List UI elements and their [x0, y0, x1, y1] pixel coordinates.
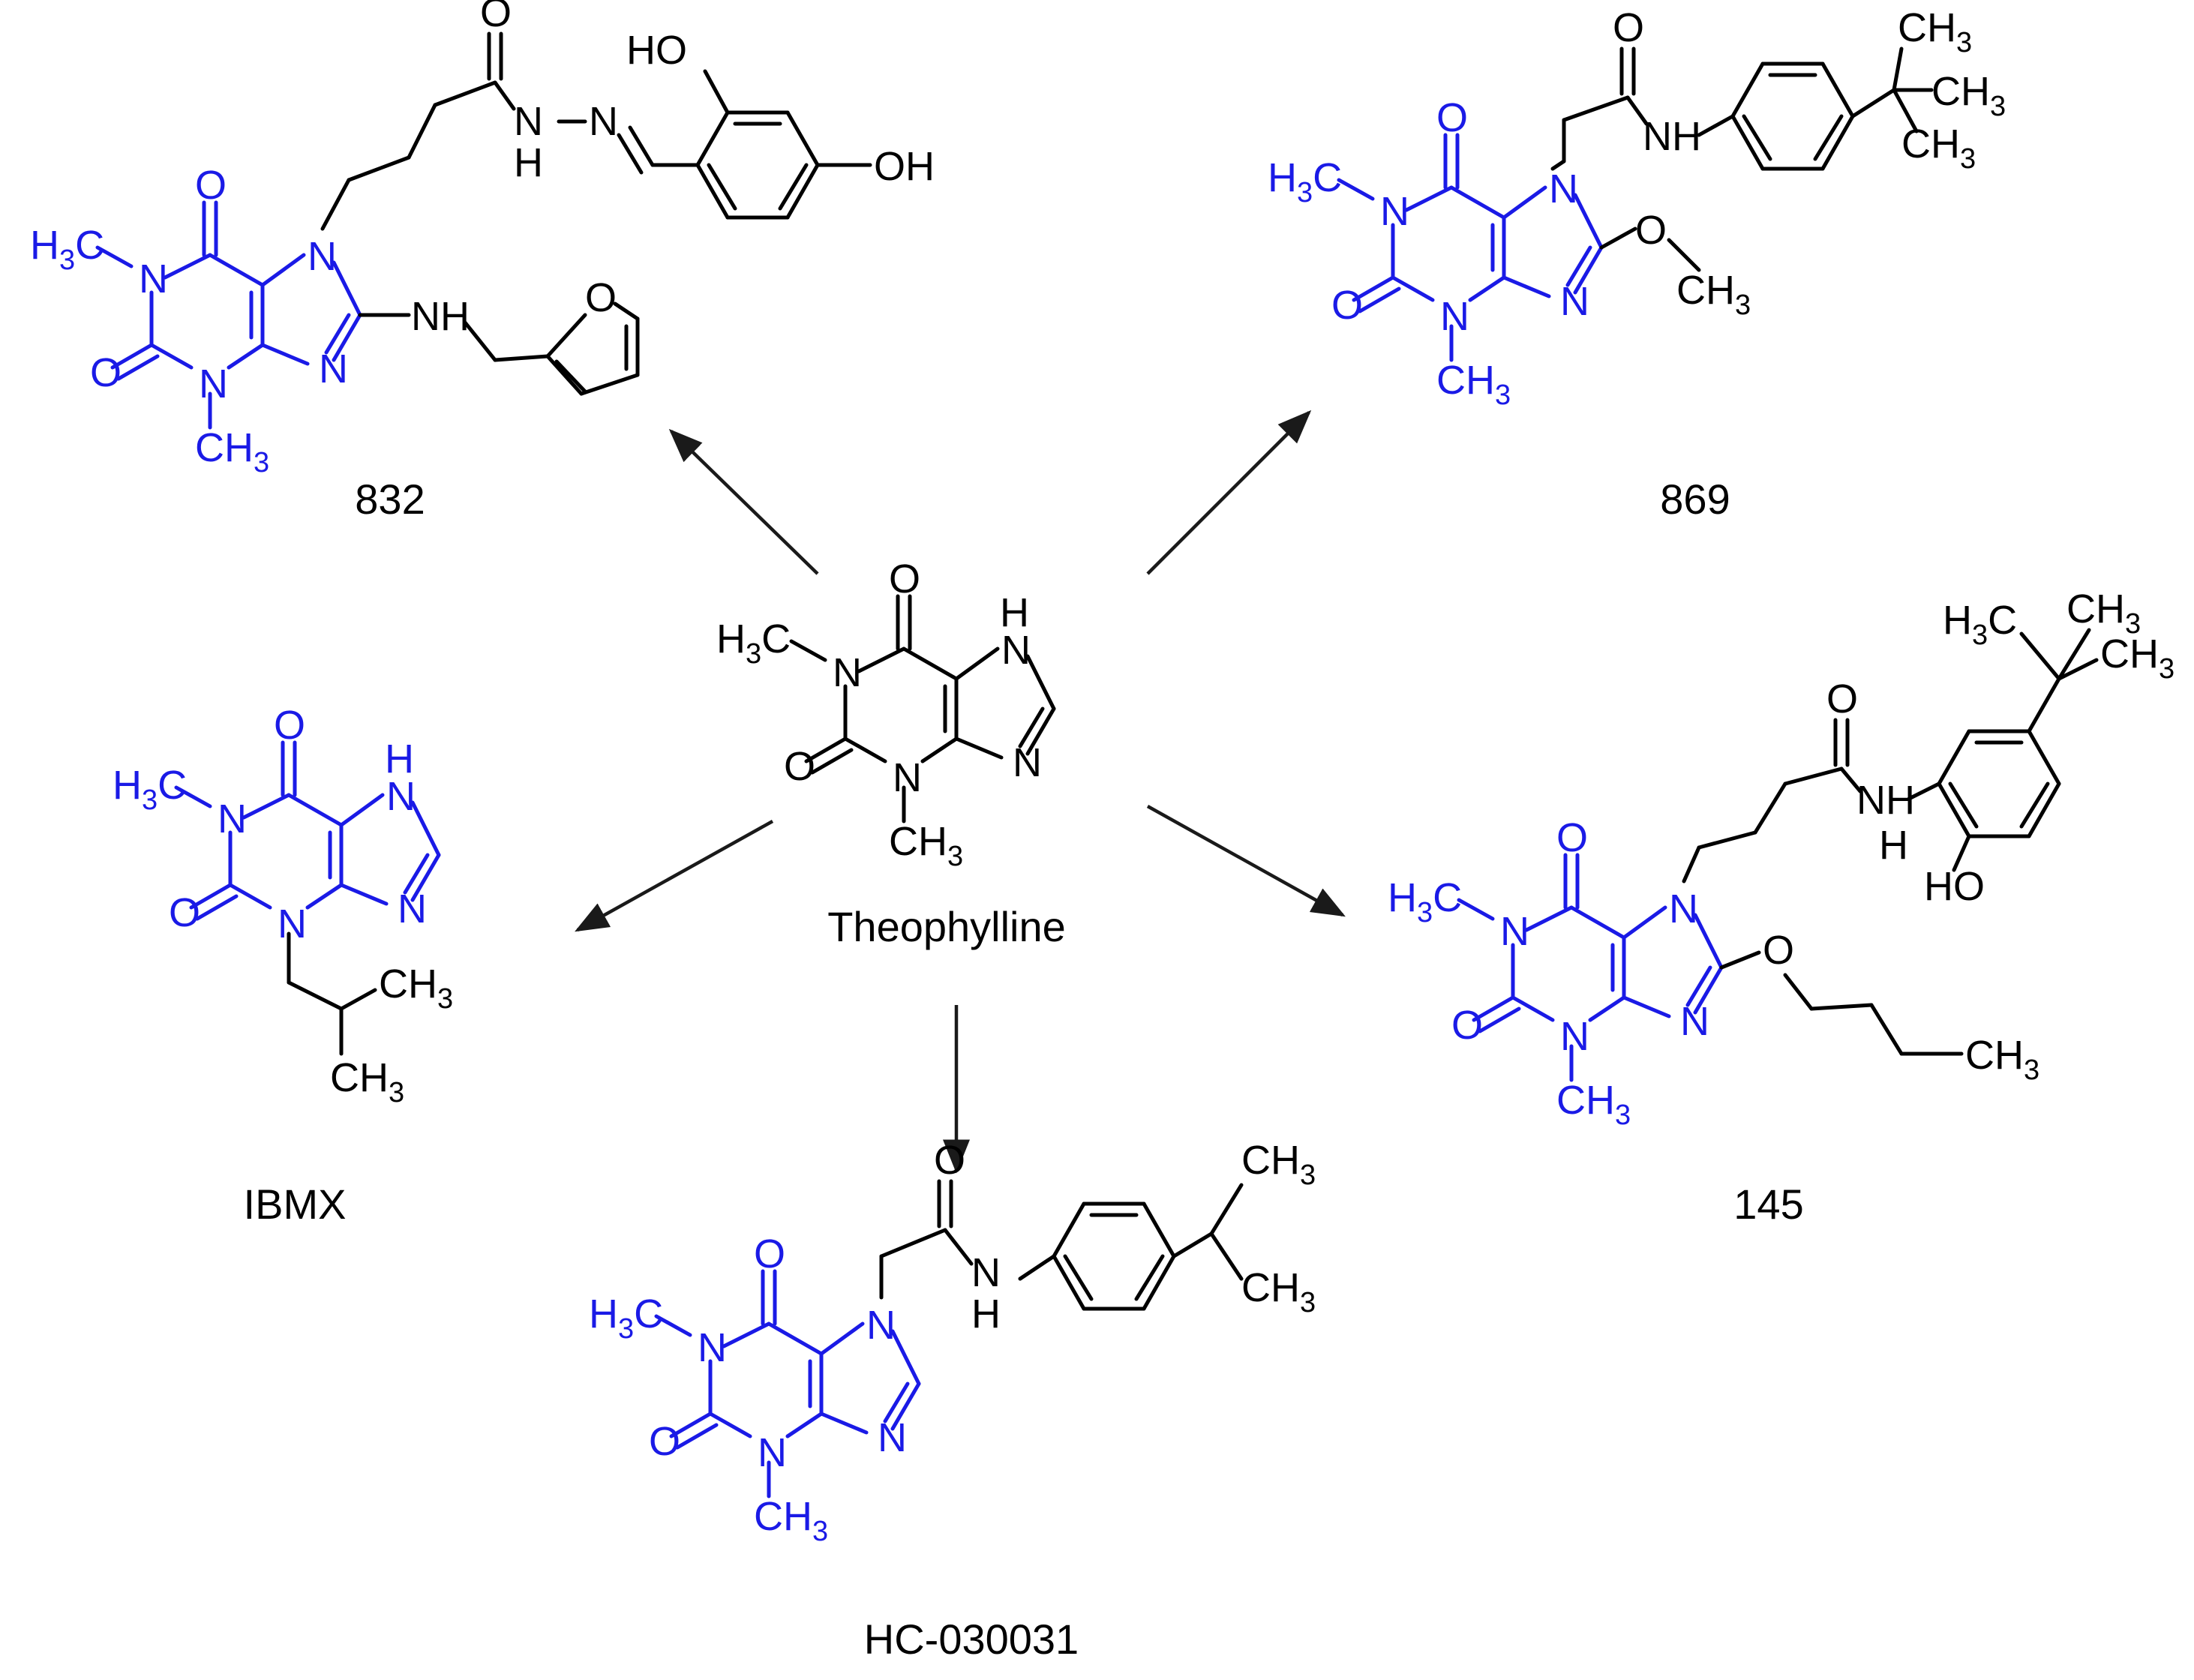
svg-text:CH3: CH3 [1676, 268, 1751, 321]
svg-text:N: N [199, 362, 228, 406]
svg-text:O: O [1635, 208, 1667, 253]
svg-text:CH3: CH3 [1931, 69, 2006, 122]
svg-text:N: N [218, 796, 247, 842]
svg-text:CH3: CH3 [1901, 122, 1976, 175]
svg-text:O: O [1763, 928, 1794, 973]
svg-text:H3C: H3C [30, 223, 104, 276]
svg-text:N: N [139, 256, 168, 302]
molecule-ibmx: O N O N N H N H3C CH3 CH3 [113, 703, 453, 1108]
svg-text:H: H [385, 736, 414, 782]
svg-text:O: O [1556, 815, 1588, 860]
svg-text:H: H [1879, 823, 1908, 868]
svg-text:N: N [866, 1303, 896, 1348]
svg-text:HO: HO [1924, 864, 1985, 909]
svg-text:H3C: H3C [589, 1292, 663, 1345]
svg-text:H: H [971, 1292, 1001, 1336]
svg-text:H: H [514, 140, 543, 185]
svg-text:CH3: CH3 [379, 962, 453, 1015]
svg-text:H3C: H3C [113, 763, 187, 816]
svg-text:N: N [386, 774, 416, 819]
svg-text:O: O [585, 275, 617, 320]
svg-text:CH3: CH3 [889, 819, 963, 872]
svg-text:CH3: CH3 [330, 1055, 404, 1108]
svg-text:CH3: CH3 [1556, 1078, 1631, 1131]
molecule-869: O N O N N N H3C CH3 [1268, 5, 2006, 411]
svg-text:CH3: CH3 [195, 425, 269, 478]
svg-text:O: O [169, 890, 200, 935]
svg-text:N: N [514, 99, 543, 144]
svg-text:N: N [878, 1415, 907, 1460]
arrows [575, 410, 1346, 1174]
arrow-to-832 [668, 428, 819, 575]
svg-text:O: O [1436, 95, 1468, 140]
svg-text:O: O [195, 163, 227, 208]
svg-text:H3C: H3C [1943, 598, 2017, 651]
svg-text:H3C: H3C [716, 616, 791, 670]
svg-text:O: O [649, 1419, 680, 1464]
svg-text:CH3: CH3 [2100, 632, 2174, 685]
svg-text:NH: NH [1856, 778, 1915, 823]
molecule-832: O N O N N N H3C CH3 [30, 0, 935, 478]
svg-text:N: N [1001, 628, 1031, 673]
svg-text:N: N [308, 234, 337, 279]
svg-text:H3C: H3C [1388, 875, 1462, 928]
svg-text:N: N [1013, 740, 1042, 785]
svg-text:N: N [698, 1325, 727, 1370]
svg-text:O: O [1826, 676, 1858, 722]
caption-theophylline: Theophylline [827, 903, 1066, 950]
svg-text:O: O [90, 350, 122, 395]
svg-text:N: N [893, 755, 922, 800]
svg-text:NH: NH [411, 294, 470, 339]
svg-text:N: N [1560, 279, 1589, 324]
svg-text:N: N [398, 886, 427, 932]
svg-text:N: N [278, 902, 307, 946]
svg-text:CH3: CH3 [754, 1494, 828, 1547]
svg-text:CH3: CH3 [1241, 1265, 1316, 1318]
caption-869: 869 [1660, 476, 1730, 523]
svg-text:N: N [589, 99, 618, 144]
svg-text:O: O [889, 556, 920, 602]
svg-text:CH3: CH3 [2066, 586, 2141, 640]
caption-ibmx: IBMX [244, 1180, 347, 1228]
svg-text:O: O [480, 0, 512, 35]
svg-text:OH: OH [874, 144, 935, 189]
svg-text:O: O [274, 703, 305, 748]
svg-text:CH3: CH3 [1965, 1033, 2039, 1086]
svg-text:N: N [1380, 189, 1409, 234]
arrow-to-145 [1146, 805, 1346, 917]
svg-text:CH3: CH3 [1898, 5, 1972, 58]
svg-text:N: N [1560, 1014, 1589, 1059]
molecule-145: O N O N N N H3C CH3 [1388, 586, 2174, 1131]
svg-text:N: N [758, 1430, 787, 1475]
svg-text:N: N [1669, 886, 1698, 932]
arrow-to-ibmx [575, 820, 774, 932]
svg-text:O: O [754, 1232, 785, 1276]
caption-145: 145 [1733, 1180, 1803, 1228]
arrow-to-869 [1146, 410, 1312, 575]
svg-text:N: N [1549, 166, 1578, 212]
svg-text:N: N [1500, 909, 1529, 954]
svg-text:NH: NH [1643, 114, 1701, 159]
svg-text:N: N [319, 346, 348, 392]
svg-text:N: N [833, 650, 862, 695]
svg-text:H: H [1000, 590, 1029, 635]
svg-text:CH3: CH3 [1436, 358, 1511, 411]
svg-text:N: N [1680, 999, 1709, 1044]
molecule-theophylline: O N O N N H N H3C CH3 [716, 556, 1056, 872]
svg-text:O: O [1331, 283, 1363, 328]
caption-832: 832 [355, 476, 425, 523]
svg-text:O: O [1613, 5, 1644, 50]
svg-text:N: N [1440, 294, 1469, 339]
caption-hc030031: HC-030031 [864, 1616, 1079, 1663]
molecule-hc030031: O N O N N N H3C CH3 [589, 1138, 1316, 1547]
svg-text:O: O [784, 744, 815, 789]
svg-text:N: N [971, 1250, 1001, 1295]
svg-text:CH3: CH3 [1241, 1138, 1316, 1191]
svg-text:H3C: H3C [1268, 155, 1342, 208]
svg-text:HO: HO [626, 28, 687, 73]
svg-text:O: O [1451, 1003, 1483, 1048]
svg-text:O: O [934, 1138, 965, 1183]
